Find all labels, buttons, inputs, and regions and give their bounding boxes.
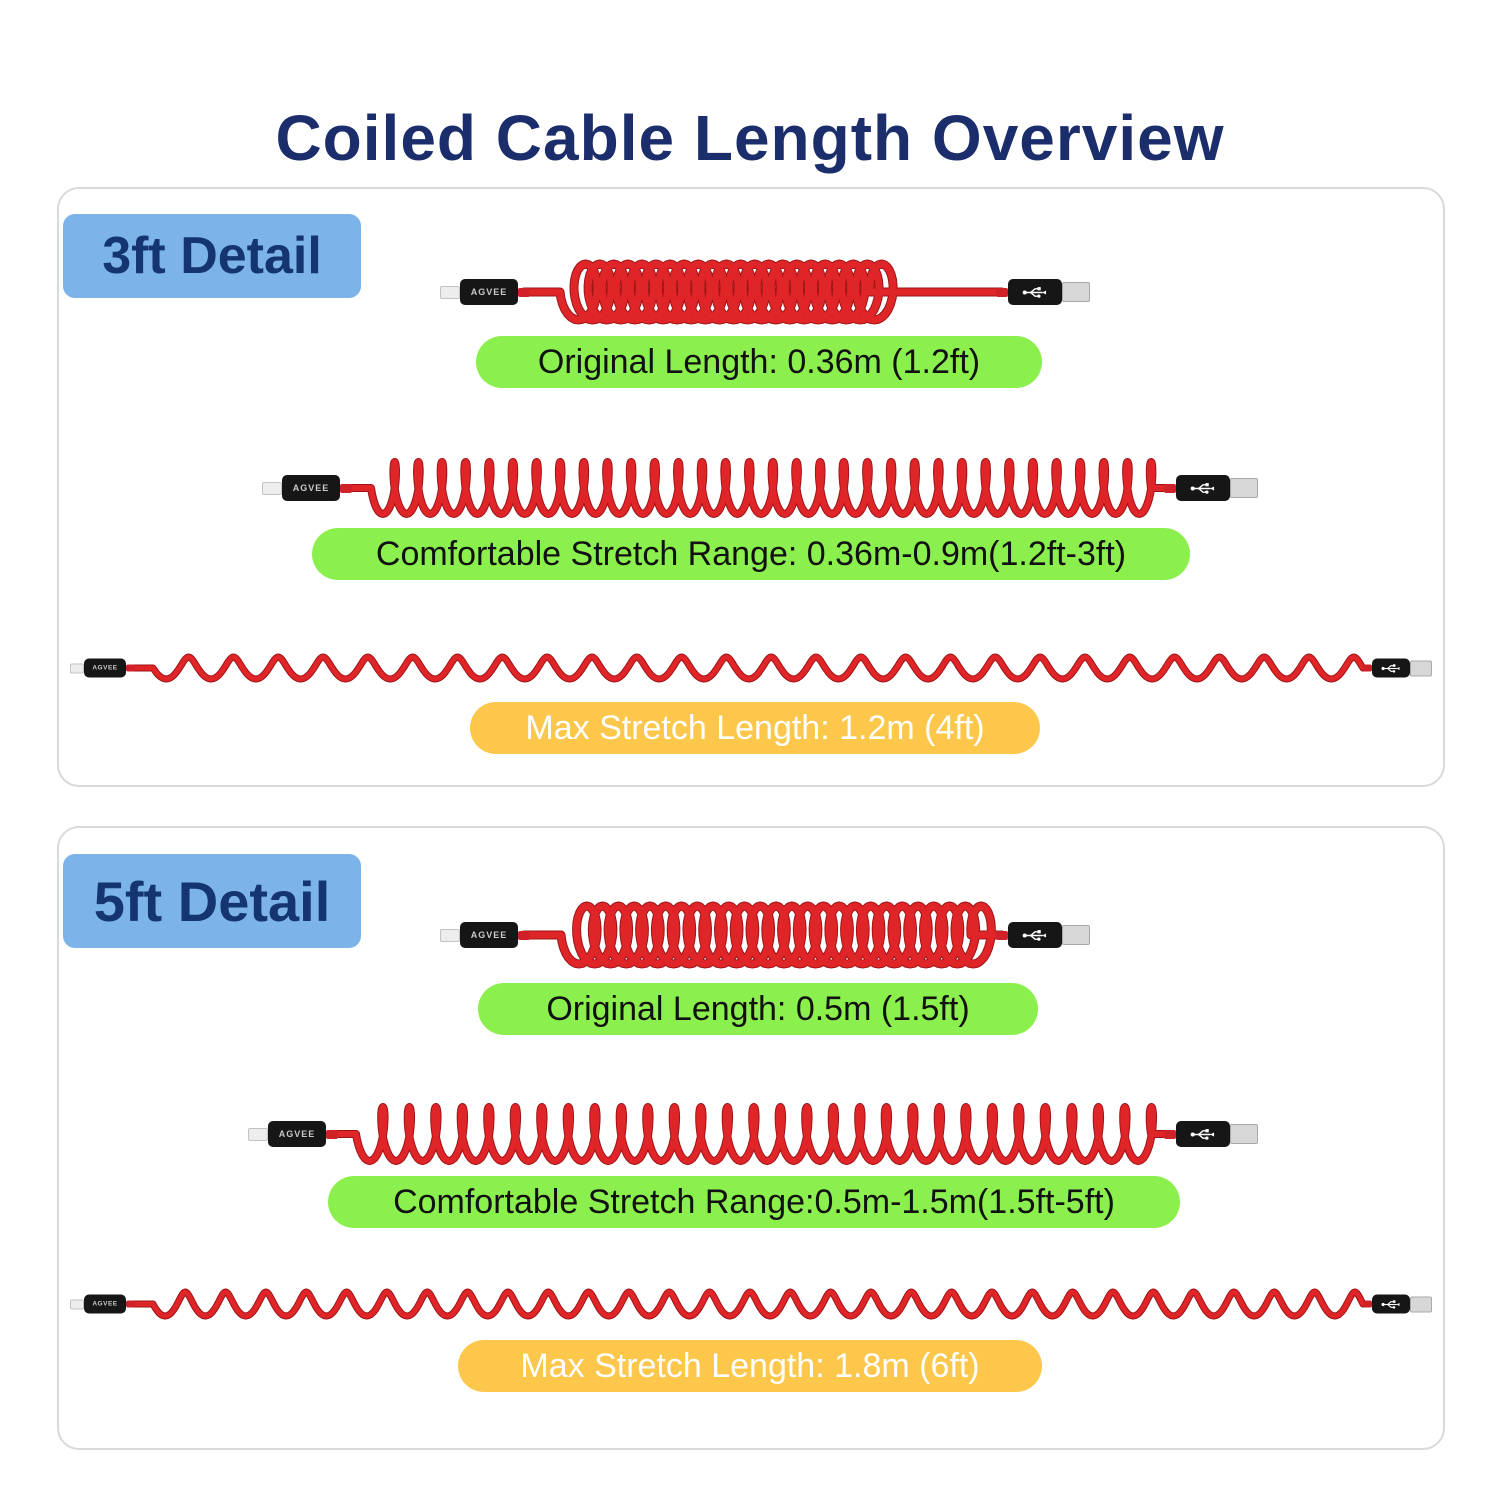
connector-body: [1176, 1121, 1230, 1147]
strain-relief: [1363, 664, 1372, 672]
stretched-cable-graphic: [328, 1103, 1174, 1165]
strain-relief: [996, 287, 1008, 297]
max-stretched-cable-graphic: [126, 653, 1373, 683]
connector-body: AGVEE: [460, 922, 518, 948]
caption-max-stretch-5ft: Max Stretch Length: 1.8m (6ft): [458, 1340, 1042, 1392]
cable-5ft-max: AGVEE: [70, 1276, 1432, 1332]
usb-icon: [1381, 663, 1400, 673]
cable-3ft-comfortable: AGVEE: [262, 450, 1258, 526]
brand-label: AGVEE: [470, 287, 508, 297]
brand-label: AGVEE: [92, 664, 118, 672]
lightning-connector: AGVEE: [440, 279, 530, 305]
lightning-tip-icon: [440, 285, 460, 299]
lightning-connector: AGVEE: [248, 1121, 338, 1147]
strain-relief: [126, 664, 135, 672]
lightning-tip-icon: [440, 928, 460, 942]
lightning-connector: AGVEE: [262, 475, 352, 501]
strain-relief: [1164, 483, 1176, 493]
cable-3ft-max: AGVEE: [70, 642, 1432, 694]
strain-relief: [126, 1300, 135, 1308]
connector-body: AGVEE: [84, 1294, 126, 1314]
usb-connector: [1164, 1121, 1258, 1147]
usb-connector: [996, 279, 1090, 305]
usb-icon: [1381, 1299, 1400, 1309]
connector-body: AGVEE: [84, 658, 126, 678]
brand-label: AGVEE: [470, 930, 508, 940]
cable-5ft-comfortable: AGVEE: [248, 1092, 1258, 1176]
connector-body: [1008, 922, 1062, 948]
coiled-cable-graphic: [519, 901, 1007, 969]
lightning-tip-icon: [70, 663, 84, 673]
brand-label: AGVEE: [278, 1129, 316, 1139]
usb-metal-shell: [1062, 925, 1090, 945]
usb-metal-shell: [1230, 478, 1258, 498]
usb-connector: [1363, 658, 1432, 678]
coiled-cable-graphic: [519, 259, 1007, 325]
lightning-tip-icon: [248, 1127, 268, 1141]
strain-relief: [1164, 1129, 1176, 1139]
usb-icon: [1190, 482, 1215, 494]
usb-metal-shell: [1410, 1296, 1432, 1312]
caption-comfortable-stretch-3ft: Comfortable Stretch Range: 0.36m-0.9m(1.…: [312, 528, 1190, 580]
usb-connector: [996, 922, 1090, 948]
strain-relief: [518, 930, 530, 940]
caption-max-stretch-3ft: Max Stretch Length: 1.2m (4ft): [470, 702, 1040, 754]
connector-body: [1008, 279, 1062, 305]
lightning-tip-icon: [70, 1299, 84, 1309]
strain-relief: [1363, 1300, 1372, 1308]
strain-relief: [996, 930, 1008, 940]
connector-body: [1176, 475, 1230, 501]
usb-metal-shell: [1062, 282, 1090, 302]
usb-metal-shell: [1230, 1124, 1258, 1144]
brand-label: AGVEE: [92, 1300, 118, 1308]
connector-body: AGVEE: [268, 1121, 326, 1147]
caption-original-length-5ft: Original Length: 0.5m (1.5ft): [478, 983, 1038, 1035]
stretched-cable-graphic: [342, 458, 1174, 518]
max-stretched-cable-graphic: [126, 1288, 1373, 1320]
usb-icon: [1022, 929, 1047, 941]
connector-body: [1372, 1294, 1410, 1314]
panel-label-5ft: 5ft Detail: [63, 854, 361, 948]
usb-metal-shell: [1410, 660, 1432, 676]
brand-label: AGVEE: [292, 483, 330, 493]
strain-relief: [518, 287, 530, 297]
caption-original-length-3ft: Original Length: 0.36m (1.2ft): [476, 336, 1042, 388]
cable-5ft-coiled: AGVEE: [440, 893, 1090, 977]
usb-icon: [1190, 1128, 1215, 1140]
strain-relief: [340, 483, 352, 493]
connector-body: AGVEE: [460, 279, 518, 305]
usb-connector: [1164, 475, 1258, 501]
lightning-tip-icon: [262, 481, 282, 495]
page-title: Coiled Cable Length Overview: [275, 101, 1225, 174]
connector-body: [1372, 658, 1410, 678]
panel-label-3ft: 3ft Detail: [63, 214, 361, 298]
lightning-connector: AGVEE: [440, 922, 530, 948]
connector-body: AGVEE: [282, 475, 340, 501]
caption-comfortable-stretch-5ft: Comfortable Stretch Range:0.5m-1.5m(1.5f…: [328, 1176, 1180, 1228]
usb-connector: [1363, 1294, 1432, 1314]
usb-icon: [1022, 286, 1047, 298]
strain-relief: [326, 1129, 338, 1139]
lightning-connector: AGVEE: [70, 658, 135, 678]
cable-3ft-coiled: AGVEE: [440, 252, 1090, 332]
lightning-connector: AGVEE: [70, 1294, 135, 1314]
